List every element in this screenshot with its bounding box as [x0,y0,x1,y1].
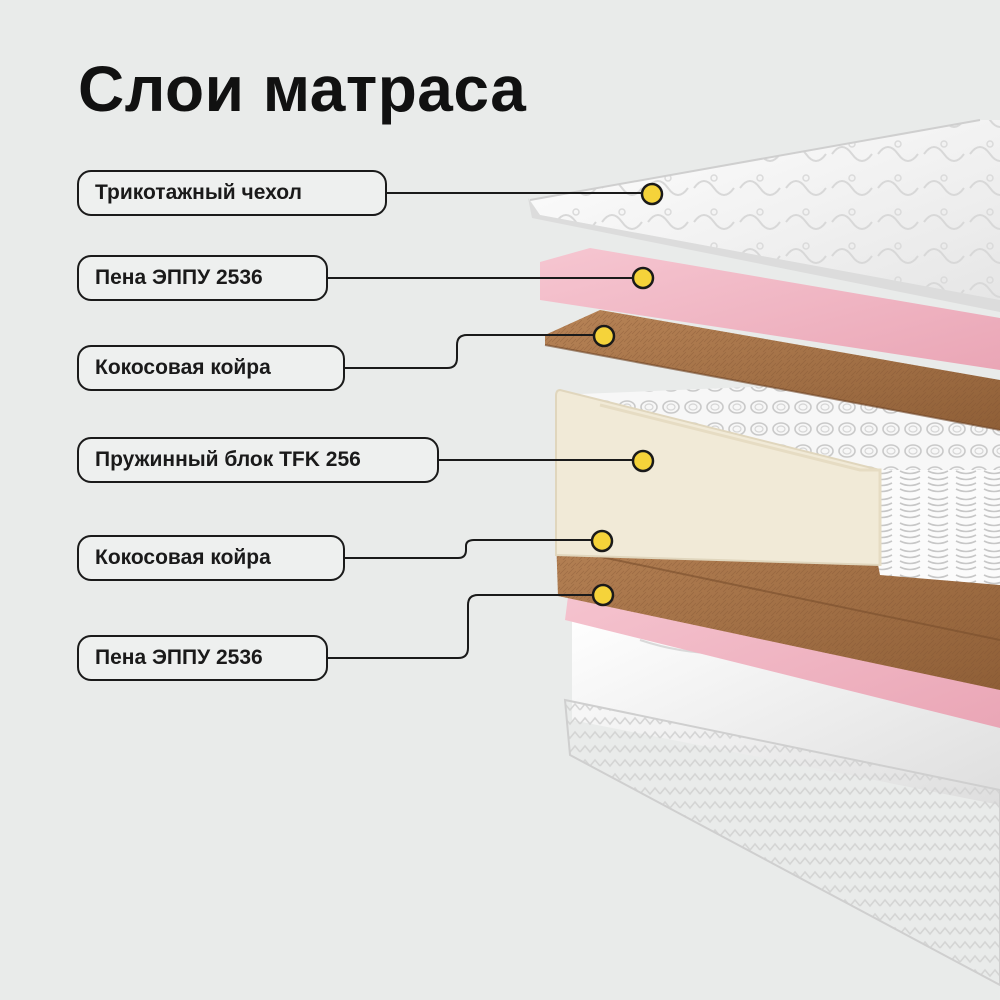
layer-label-coir-top: Кокосовая койра [77,345,345,391]
marker-dot-1 [640,182,664,206]
marker-dot-5 [590,529,614,553]
layer-label-foam-bottom: Пена ЭППУ 2536 [77,635,328,681]
layer-label-knitted-cover: Трикотажный чехол [77,170,387,216]
layer-label-spring-block: Пружинный блок TFK 256 [77,437,439,483]
layer-markers [590,182,664,607]
foam-layer-top [540,248,1000,370]
leader-line-3 [345,334,603,369]
layer-label-foam-top: Пена ЭППУ 2536 [77,255,328,301]
marker-dot-3 [592,324,616,348]
marker-dot-2 [631,266,655,290]
layer-label-coir-bottom: Кокосовая койра [77,535,345,581]
leader-line-6 [328,594,603,659]
leader-lines [328,192,650,659]
marker-dot-4 [631,449,655,473]
spring-block [555,385,1000,585]
leader-line-5 [345,539,602,559]
page-title: Слои матраса [78,53,527,125]
knitted-cover [528,119,1000,312]
coir-layer-top [544,310,1000,431]
marker-dot-6 [591,583,615,607]
